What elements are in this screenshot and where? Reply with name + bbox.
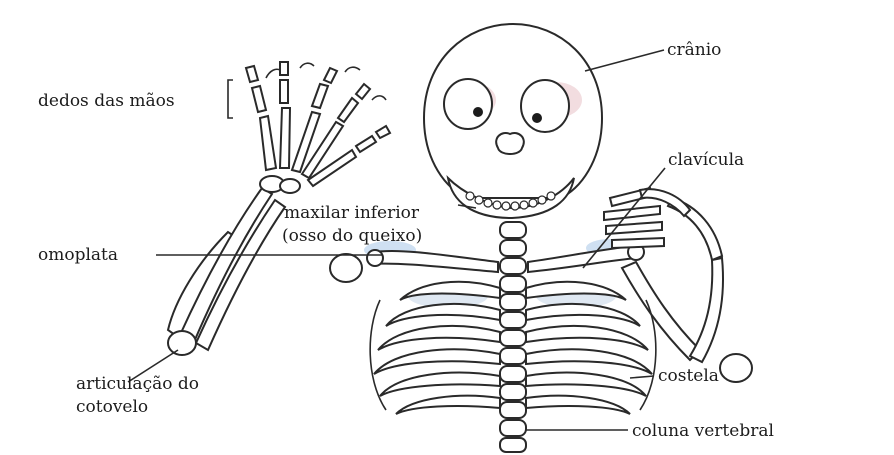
skull	[424, 24, 602, 218]
label-costela: costela	[658, 366, 719, 386]
spine	[500, 222, 526, 452]
label-dedos-das-maos: dedos das mãos	[38, 91, 175, 111]
label-coluna-vertebral: coluna vertebral	[632, 421, 774, 441]
cranio-leader	[585, 50, 664, 71]
label-clavicula: clavícula	[668, 150, 744, 170]
label-articulacao-do: articulação do	[76, 374, 199, 394]
dedos-bracket	[228, 80, 233, 118]
label-osso-do-queixo: (osso do queixo)	[282, 226, 422, 246]
label-cotovelo: cotovelo	[76, 397, 148, 417]
humerus-head	[330, 254, 362, 282]
label-maxilar-inferior: maxilar inferior	[284, 203, 420, 223]
costela-leader	[630, 376, 654, 378]
label-omoplata: omoplata	[38, 245, 118, 265]
label-cranio: crânio	[667, 40, 721, 60]
lowered-arm	[604, 188, 752, 382]
